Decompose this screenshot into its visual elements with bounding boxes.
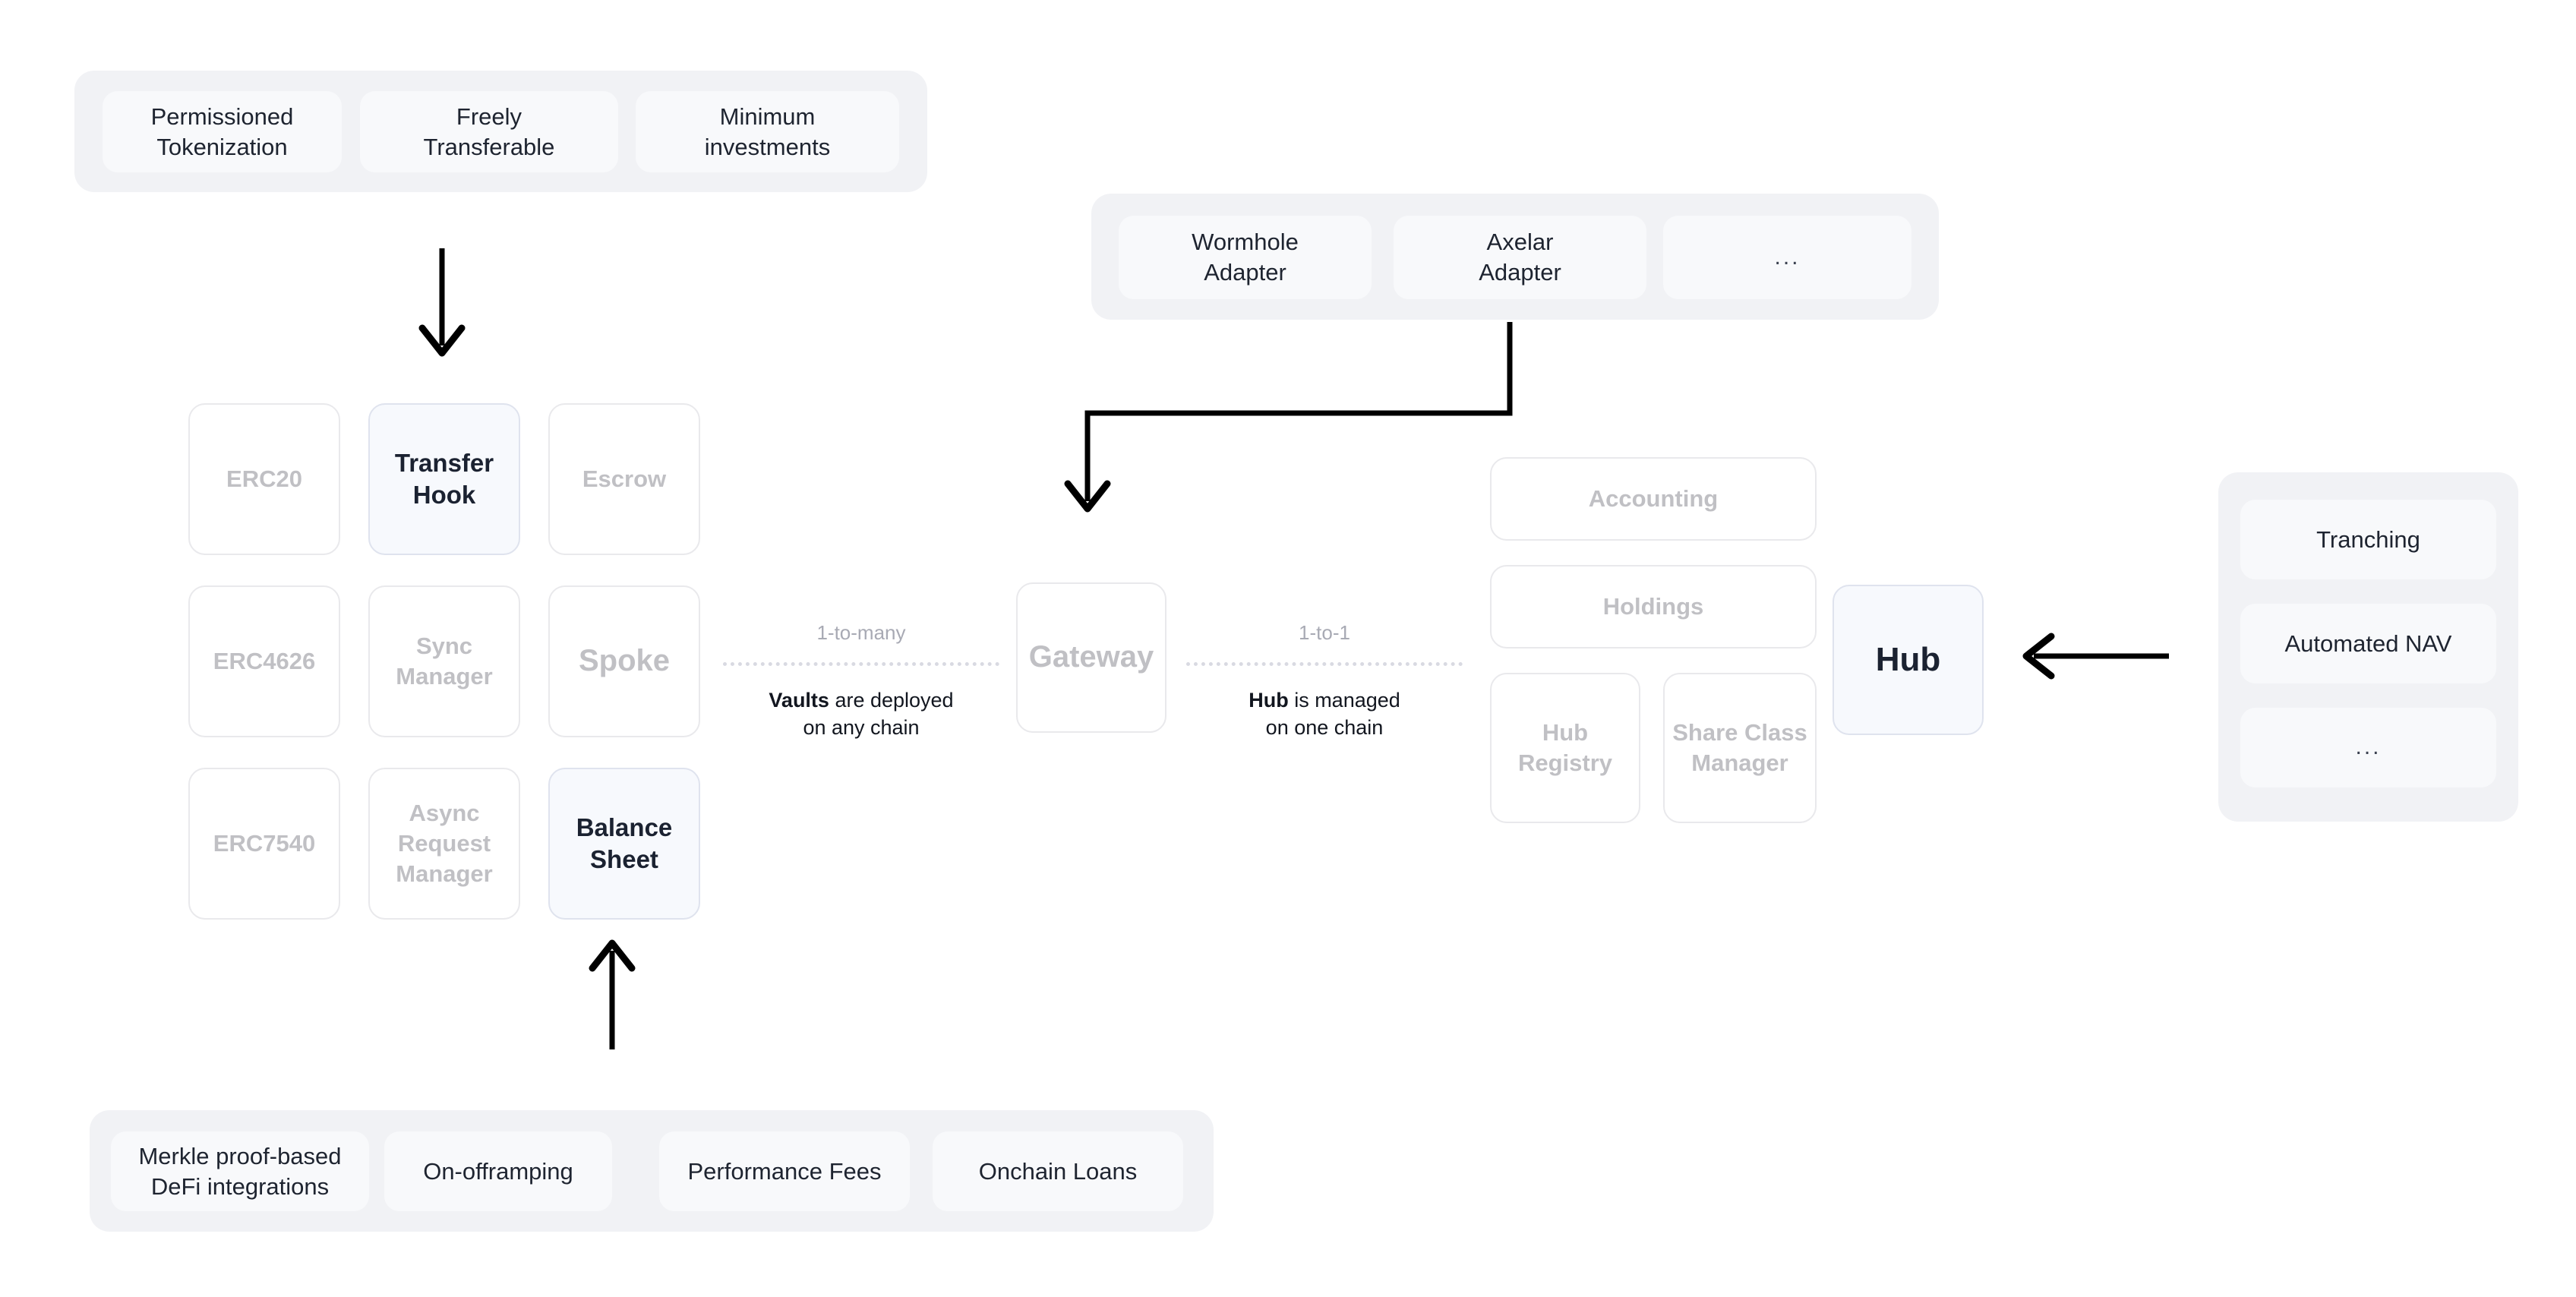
card-freely-transferable[interactable]: Freely Transferable: [360, 91, 618, 172]
card-automated-nav[interactable]: Automated NAV: [2240, 604, 2496, 683]
relation-label-left: 1-to-many: [816, 621, 906, 644]
card-erc20[interactable]: ERC20: [188, 403, 340, 555]
card-hub-features-more[interactable]: ...: [2240, 708, 2496, 787]
card-async-request-manager[interactable]: Async Request Manager: [368, 768, 520, 920]
card-gateway[interactable]: Gateway: [1016, 582, 1166, 733]
card-on-offramping[interactable]: On-offramping: [384, 1131, 612, 1211]
relation-caption-left-rest: are deployed: [829, 689, 954, 712]
card-escrow[interactable]: Escrow: [548, 403, 700, 555]
card-axelar-adapter[interactable]: Axelar Adapter: [1394, 216, 1646, 299]
arrow-hub-features-to-hub: [2022, 633, 2169, 680]
card-holdings[interactable]: Holdings: [1490, 565, 1817, 648]
dotted-connector-right: [1186, 662, 1463, 666]
card-accounting[interactable]: Accounting: [1490, 457, 1817, 541]
card-transfer-hook[interactable]: Transfer Hook: [368, 403, 520, 555]
relation-caption-right-line2: on one chain: [1265, 715, 1384, 739]
card-adapters-more[interactable]: ...: [1663, 216, 1911, 299]
relation-caption-left-line1: Vaults are deployed: [769, 689, 953, 712]
card-hub[interactable]: Hub: [1833, 585, 1984, 735]
relation-caption-right-rest: is managed: [1288, 689, 1400, 712]
arrow-token-features-to-spoke: [418, 248, 466, 357]
ellipsis-icon: ...: [2355, 734, 2382, 760]
arrow-features-to-balance-sheet: [589, 939, 636, 1049]
relation-caption-left-strong: Vaults: [769, 689, 829, 712]
relation-caption-right: Hub is managed on one chain: [1171, 687, 1478, 741]
card-sync-manager[interactable]: Sync Manager: [368, 585, 520, 737]
card-wormhole-adapter[interactable]: Wormhole Adapter: [1119, 216, 1372, 299]
dotted-connector-left: [723, 662, 999, 666]
card-erc7540[interactable]: ERC7540: [188, 768, 340, 920]
card-permissioned-tokenization[interactable]: Permissioned Tokenization: [103, 91, 342, 172]
card-erc4626[interactable]: ERC4626: [188, 585, 340, 737]
card-minimum-investments[interactable]: Minimum investments: [636, 91, 899, 172]
card-onchain-loans[interactable]: Onchain Loans: [933, 1131, 1183, 1211]
card-merkle-defi-integrations[interactable]: Merkle proof-based DeFi integrations: [111, 1131, 369, 1211]
relation-caption-left-line2: on any chain: [803, 715, 920, 739]
card-tranching[interactable]: Tranching: [2240, 500, 2496, 579]
relation-caption-right-strong: Hub: [1249, 689, 1289, 712]
relation-caption-left: Vaults are deployed on any chain: [708, 687, 1015, 741]
relation-caption-right-line1: Hub is managed: [1249, 689, 1400, 712]
card-spoke[interactable]: Spoke: [548, 585, 700, 737]
relation-label-right: 1-to-1: [1299, 621, 1350, 644]
card-share-class-manager[interactable]: Share Class Manager: [1663, 673, 1817, 823]
arrow-adapters-to-gateway: [1064, 322, 1513, 513]
ellipsis-icon: ...: [1774, 244, 1801, 270]
card-performance-fees[interactable]: Performance Fees: [659, 1131, 910, 1211]
card-hub-registry[interactable]: Hub Registry: [1490, 673, 1640, 823]
card-balance-sheet[interactable]: Balance Sheet: [548, 768, 700, 920]
